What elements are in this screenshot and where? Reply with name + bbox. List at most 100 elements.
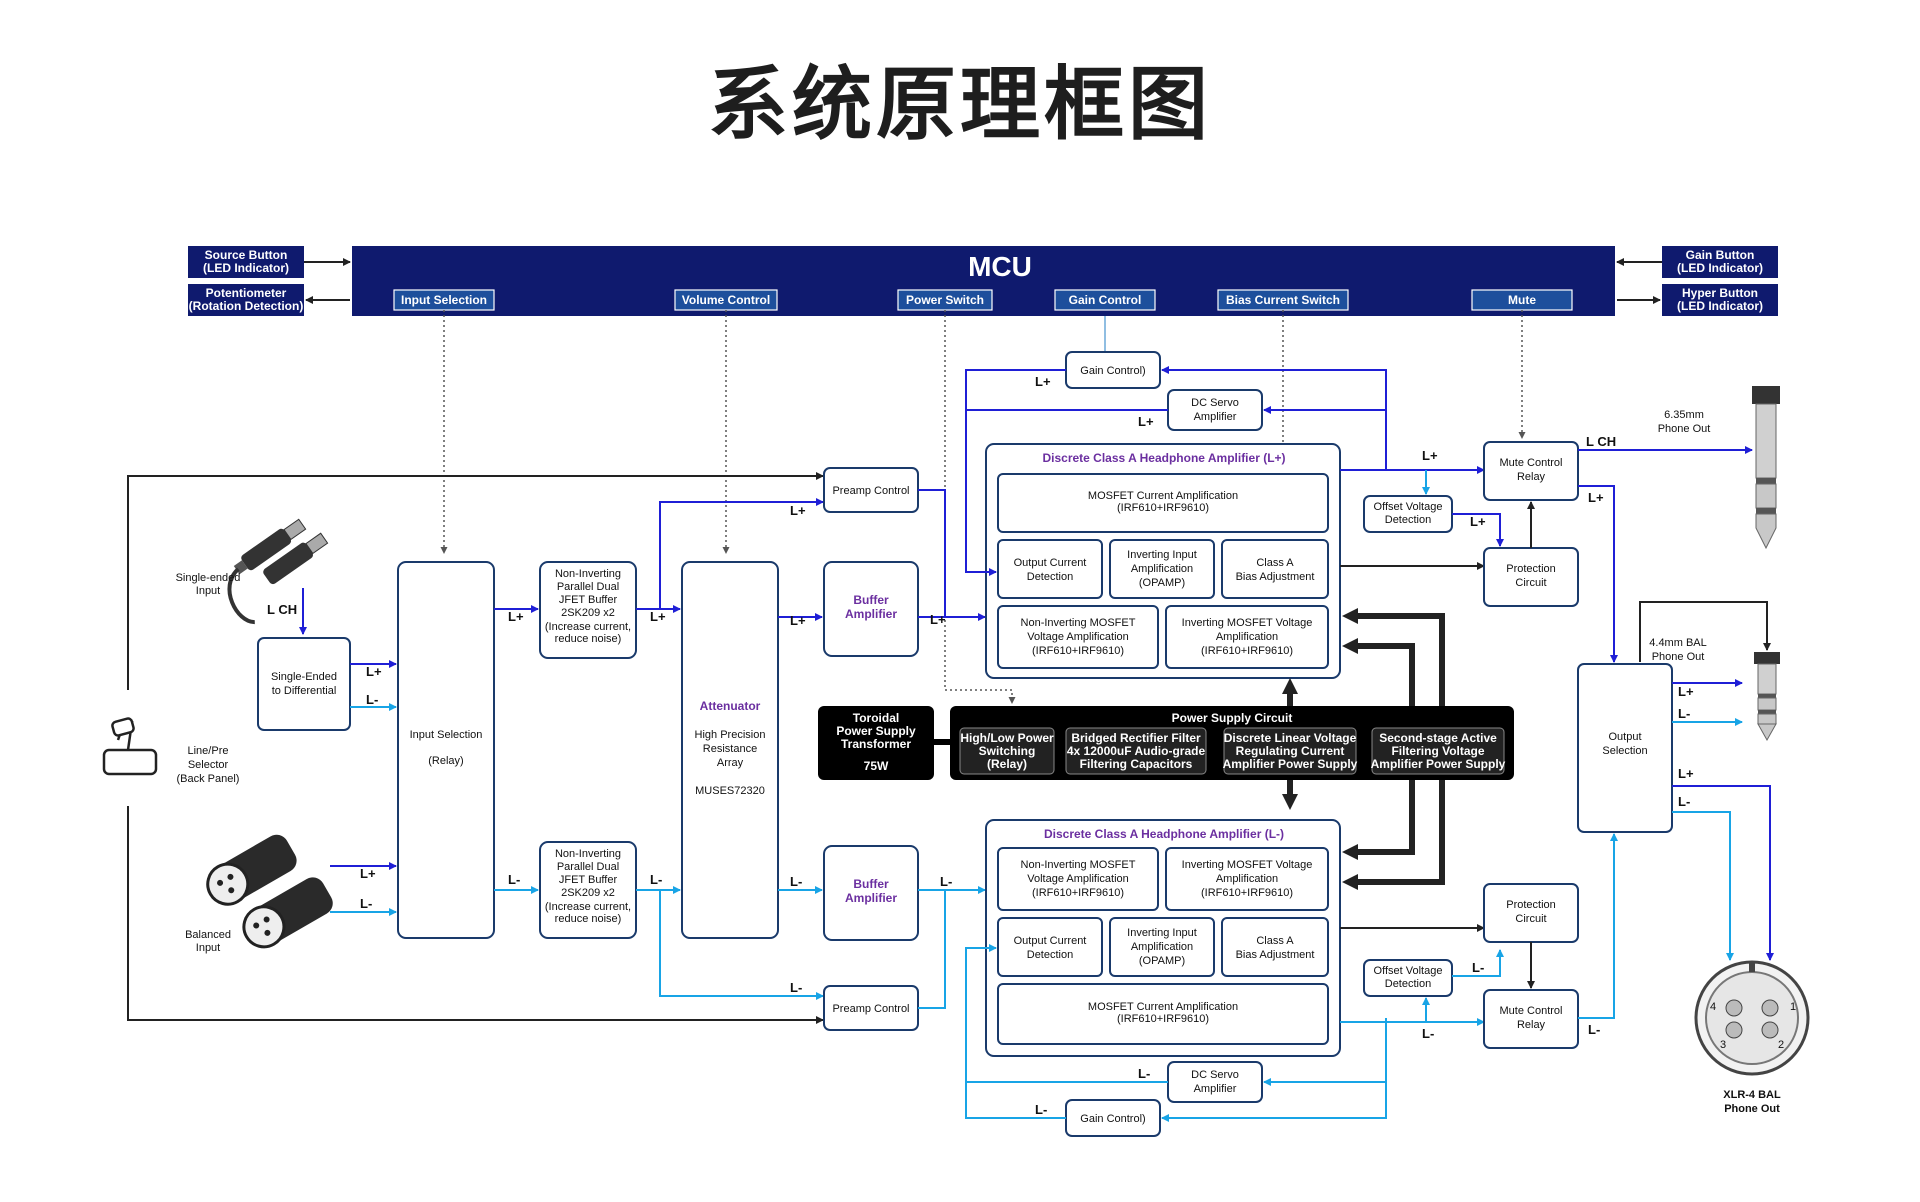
svg-text:Class A: Class A: [1256, 935, 1294, 947]
svg-text:(IRF610+IRF9610): (IRF610+IRF9610): [1032, 887, 1124, 899]
xlr-plug-icon: [206, 834, 333, 949]
xlr4-label-1: XLR-4 BAL: [1723, 1089, 1781, 1101]
toggle-switch-icon: [102, 717, 158, 776]
phone-44-plug-icon: [1754, 652, 1780, 742]
svg-text:Relay: Relay: [1517, 1019, 1546, 1031]
svg-text:JFET Buffer: JFET Buffer: [559, 594, 618, 606]
svg-text:L-: L-: [1035, 1102, 1047, 1117]
svg-text:DC Servo: DC Servo: [1191, 1069, 1239, 1081]
protection-bottom: Protection Circuit: [1483, 883, 1579, 943]
svg-text:L-: L-: [360, 896, 372, 911]
svg-text:Array: Array: [717, 757, 744, 769]
svg-text:(OPAMP): (OPAMP): [1139, 577, 1185, 589]
svg-text:Transformer: Transformer: [841, 737, 911, 751]
xlr4-connector-icon: 1 2 3 4: [1694, 960, 1810, 1076]
gain-button-box: Gain Button (LED Indicator): [1662, 246, 1778, 278]
svg-text:Parallel Dual: Parallel Dual: [557, 581, 619, 593]
svg-text:L-: L-: [790, 874, 802, 889]
svg-text:L-: L-: [1472, 960, 1484, 975]
svg-text:L+: L+: [1588, 490, 1604, 505]
svg-text:Single-Ended: Single-Ended: [271, 671, 337, 683]
svg-text:Voltage Amplification: Voltage Amplification: [1027, 631, 1129, 643]
svg-text:(LED Indicator): (LED Indicator): [1677, 299, 1763, 313]
svg-text:75W: 75W: [864, 759, 889, 773]
svg-text:Bias Adjustment: Bias Adjustment: [1236, 949, 1315, 961]
svg-text:Power Switch: Power Switch: [906, 293, 984, 307]
svg-text:Inverting MOSFET Voltage: Inverting MOSFET Voltage: [1182, 859, 1313, 871]
svg-text:(IRF610+IRF9610): (IRF610+IRF9610): [1201, 887, 1293, 899]
svg-text:L-: L-: [1678, 794, 1690, 809]
svg-text:(IRF610+IRF9610): (IRF610+IRF9610): [1117, 502, 1209, 514]
svg-text:Amplifier: Amplifier: [1194, 411, 1237, 423]
svg-text:Buffer: Buffer: [853, 877, 889, 891]
svg-text:Filtering Voltage: Filtering Voltage: [1391, 744, 1484, 758]
svg-text:Amplifier Power Supply: Amplifier Power Supply: [1371, 757, 1506, 771]
svg-text:L+: L+: [1678, 766, 1694, 781]
svg-text:Output Current: Output Current: [1014, 557, 1087, 569]
page-title: 系统原理框图: [708, 58, 1212, 151]
svg-text:Attenuator: Attenuator: [700, 699, 761, 713]
svg-text:Circuit: Circuit: [1515, 913, 1546, 925]
svg-text:L-: L-: [650, 872, 662, 887]
attenuator-box: Attenuator High Precision Resistance Arr…: [681, 561, 779, 939]
svg-text:Inverting Input: Inverting Input: [1127, 549, 1197, 561]
svg-text:L-: L-: [940, 874, 952, 889]
svg-text:L+: L+: [1678, 684, 1694, 699]
svg-text:Gain Control): Gain Control): [1080, 365, 1145, 377]
svg-text:Non-Inverting MOSFET: Non-Inverting MOSFET: [1021, 859, 1136, 871]
svg-text:Amplifier: Amplifier: [845, 607, 897, 621]
mcu-port-power-switch: Power Switch: [897, 289, 993, 311]
svg-text:Non-Inverting: Non-Inverting: [555, 848, 621, 860]
svg-text:Source Button: Source Button: [205, 248, 288, 262]
phone635-label-2: Phone Out: [1658, 423, 1711, 435]
svg-text:Amplification: Amplification: [1131, 941, 1193, 953]
transformer-box: Toroidal Power Supply Transformer 75W: [818, 706, 934, 780]
selector-label-2: Selector: [188, 759, 229, 771]
svg-text:Offset Voltage: Offset Voltage: [1374, 965, 1443, 977]
svg-text:Preamp Control: Preamp Control: [832, 485, 909, 497]
svg-text:Hyper Button: Hyper Button: [1682, 286, 1758, 300]
lch-input-label: L CH: [267, 602, 297, 617]
svg-text:(LED Indicator): (LED Indicator): [203, 261, 289, 275]
xlr4-label-2: Phone Out: [1724, 1103, 1780, 1115]
bal44-label-1: 4.4mm BAL: [1649, 637, 1706, 649]
svg-text:L-: L-: [1678, 706, 1690, 721]
rca-plug-icon: [227, 518, 329, 625]
svg-text:L-: L-: [366, 692, 378, 707]
svg-text:Amplification: Amplification: [1131, 563, 1193, 575]
buffer-amp-top: Buffer Amplifier: [823, 561, 919, 657]
mcu-port-gain-control: Gain Control: [1054, 289, 1156, 311]
svg-text:L-: L-: [508, 872, 520, 887]
mcu-port-input-selection: Input Selection: [393, 289, 495, 311]
svg-text:L+: L+: [790, 503, 806, 518]
svg-text:(OPAMP): (OPAMP): [1139, 955, 1185, 967]
svg-text:Parallel Dual: Parallel Dual: [557, 861, 619, 873]
svg-text:Toroidal: Toroidal: [853, 711, 899, 725]
svg-text:L-: L-: [1588, 1022, 1600, 1037]
phone-635-plug-icon: [1752, 386, 1780, 550]
offset-detect-bottom: Offset Voltage Detection: [1363, 959, 1453, 997]
preamp-control-bottom: Preamp Control: [823, 985, 919, 1031]
svg-text:(IRF610+IRF9610): (IRF610+IRF9610): [1117, 1013, 1209, 1025]
svg-text:Amplifier: Amplifier: [1194, 1083, 1237, 1095]
svg-text:DC Servo: DC Servo: [1191, 397, 1239, 409]
se-to-diff-box: Single-Ended to Differential: [257, 637, 351, 731]
dc-servo-bottom: DC Servo Amplifier: [1167, 1061, 1263, 1103]
jfet-buffer-bottom: Non-Inverting Parallel Dual JFET Buffer …: [539, 841, 637, 939]
mcu-port-mute: Mute: [1471, 289, 1573, 311]
svg-text:L+: L+: [1470, 514, 1486, 529]
mute-relay-bottom: Mute Control Relay: [1483, 989, 1579, 1049]
svg-text:Mute Control: Mute Control: [1500, 1005, 1563, 1017]
svg-text:(Increase current,: (Increase current,: [545, 901, 631, 913]
balanced-label: Balanced: [185, 929, 231, 941]
svg-text:L+: L+: [508, 609, 524, 624]
svg-text:Preamp Control: Preamp Control: [832, 1003, 909, 1015]
gain-control-top: Gain Control): [1065, 351, 1161, 389]
svg-text:Amplifier Power Supply: Amplifier Power Supply: [1223, 757, 1358, 771]
svg-text:Non-Inverting MOSFET: Non-Inverting MOSFET: [1021, 617, 1136, 629]
offset-detect-top: Offset Voltage Detection: [1363, 495, 1453, 533]
svg-text:Power Supply: Power Supply: [836, 724, 916, 738]
svg-text:Protection: Protection: [1506, 563, 1556, 575]
svg-text:(Increase current,: (Increase current,: [545, 621, 631, 633]
svg-text:Detection: Detection: [1385, 514, 1431, 526]
